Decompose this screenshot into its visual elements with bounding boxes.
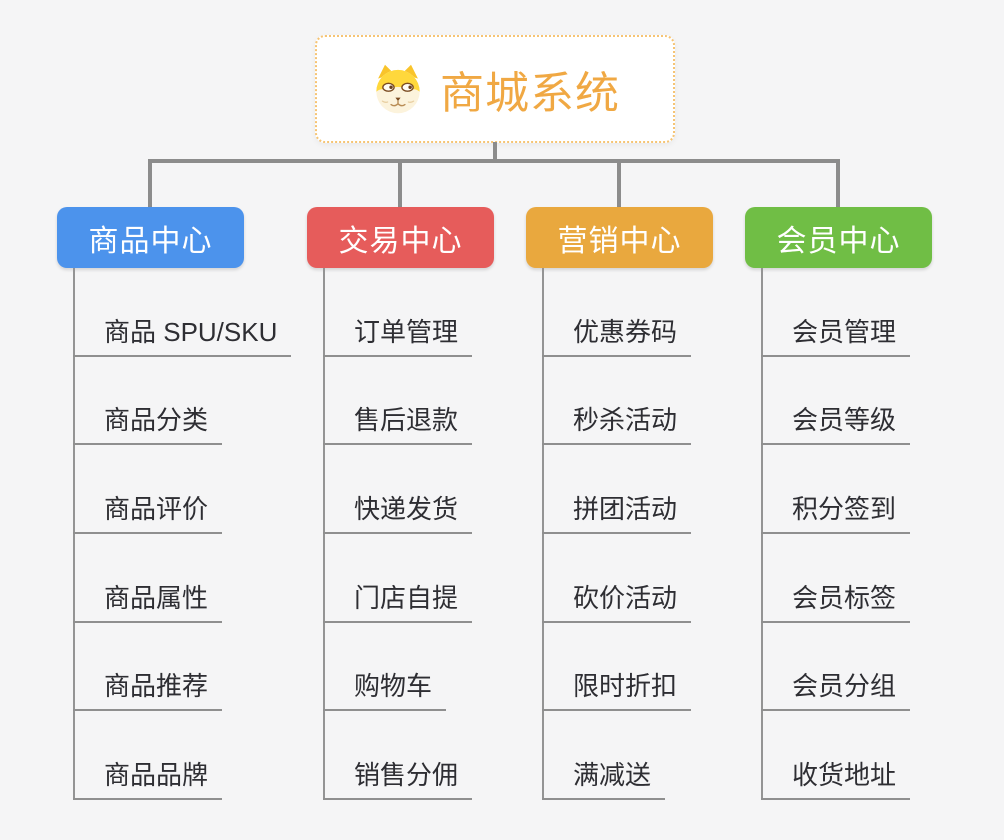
branch-node-trade[interactable]: 交易中心 xyxy=(307,207,494,268)
branch-node-marketing[interactable]: 营销中心 xyxy=(526,207,713,268)
leaf-node[interactable]: 商品评价 xyxy=(73,489,223,535)
branch-column-trade: 交易中心 订单管理 售后退款 快递发货 门店自提 购物车 销售分佣 xyxy=(307,207,567,801)
leaf-node[interactable]: 会员分组 xyxy=(761,666,911,712)
leaf-node[interactable]: 拼团活动 xyxy=(542,489,692,535)
branch-node-members[interactable]: 会员中心 xyxy=(745,207,932,268)
branch-column-products: 商品中心 商品 SPU/SKU 商品分类 商品评价 商品属性 商品推荐 商品品牌 xyxy=(57,207,317,801)
connector-drop-trade xyxy=(398,159,402,209)
branch-node-products[interactable]: 商品中心 xyxy=(57,207,244,268)
branch-column-members: 会员中心 会员管理 会员等级 积分签到 会员标签 会员分组 收货地址 xyxy=(745,207,1004,801)
connector-root-stub xyxy=(493,142,497,163)
leaf-node[interactable]: 售后退款 xyxy=(323,400,473,446)
leaf-node[interactable]: 会员标签 xyxy=(761,578,911,623)
leaf-node[interactable]: 限时折扣 xyxy=(542,666,692,712)
leaf-node[interactable]: 商品 SPU/SKU xyxy=(73,312,292,357)
leaf-node[interactable]: 砍价活动 xyxy=(542,578,692,623)
root-title: 商城系统 xyxy=(440,69,620,118)
leaf-node[interactable]: 收货地址 xyxy=(761,755,911,801)
connector-drop-marketing xyxy=(617,159,621,209)
leaf-node[interactable]: 销售分佣 xyxy=(323,755,473,801)
leaf-node[interactable]: 商品推荐 xyxy=(73,666,223,712)
connector-drop-members xyxy=(836,159,840,209)
connector-drop-products xyxy=(148,159,152,209)
leaf-node[interactable]: 优惠券码 xyxy=(542,312,692,357)
leaf-node[interactable]: 订单管理 xyxy=(323,312,473,357)
leaf-node[interactable]: 购物车 xyxy=(323,666,447,712)
leaf-node[interactable]: 积分签到 xyxy=(761,489,911,535)
connector-bus-line xyxy=(148,159,840,163)
leaf-node[interactable]: 商品属性 xyxy=(73,578,223,623)
shiba-dog-icon xyxy=(370,63,426,115)
leaf-node[interactable]: 秒杀活动 xyxy=(542,400,692,446)
leaf-node[interactable]: 会员等级 xyxy=(761,400,911,446)
root-node[interactable]: 商城系统 xyxy=(315,35,675,143)
leaf-node[interactable]: 满减送 xyxy=(542,755,666,801)
leaf-node[interactable]: 商品品牌 xyxy=(73,755,223,801)
branch-column-marketing: 营销中心 优惠券码 秒杀活动 拼团活动 砍价活动 限时折扣 满减送 xyxy=(526,207,786,801)
leaf-node[interactable]: 快递发货 xyxy=(323,489,473,535)
leaf-node[interactable]: 会员管理 xyxy=(761,312,911,357)
leaf-node[interactable]: 门店自提 xyxy=(323,578,473,623)
leaf-node[interactable]: 商品分类 xyxy=(73,400,223,446)
